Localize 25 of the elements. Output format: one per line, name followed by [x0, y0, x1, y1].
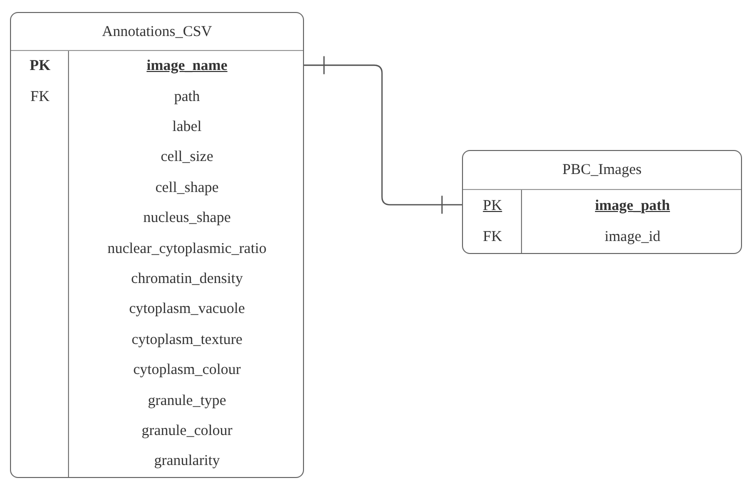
field-name: cell_shape: [155, 178, 219, 197]
field-name: cytoplasm_vacuole: [129, 300, 245, 318]
field-name: cell_size: [160, 148, 214, 166]
key-label: PK: [30, 57, 50, 76]
field-name: label: [172, 118, 202, 136]
field-name: granule_type: [148, 392, 226, 410]
field-name: path: [174, 88, 200, 106]
field-name: nuclear_cytoplasmic_ratio: [107, 240, 267, 258]
field-name: cytoplasm_colour: [133, 361, 241, 380]
field-name: chromatin_density: [131, 270, 243, 288]
entity-table: [10, 12, 304, 478]
relationship-line: [304, 56, 462, 214]
field-name: nucleus_shape: [143, 209, 231, 228]
key-label: PK: [482, 196, 502, 215]
field-name: granularity: [154, 452, 220, 470]
key-label: FK: [482, 228, 502, 246]
field-name: granule_colour: [142, 422, 232, 440]
field-name: image_id: [604, 228, 660, 246]
entity-table: [462, 150, 742, 254]
table-title: PBC_Images: [562, 161, 642, 179]
table-title: Annotations_CSV: [102, 22, 212, 40]
key-label: FK: [30, 88, 50, 106]
field-name: cytoplasm_texture: [132, 330, 242, 349]
field-name: image_path: [595, 196, 670, 215]
field-name: image_name: [146, 57, 228, 76]
